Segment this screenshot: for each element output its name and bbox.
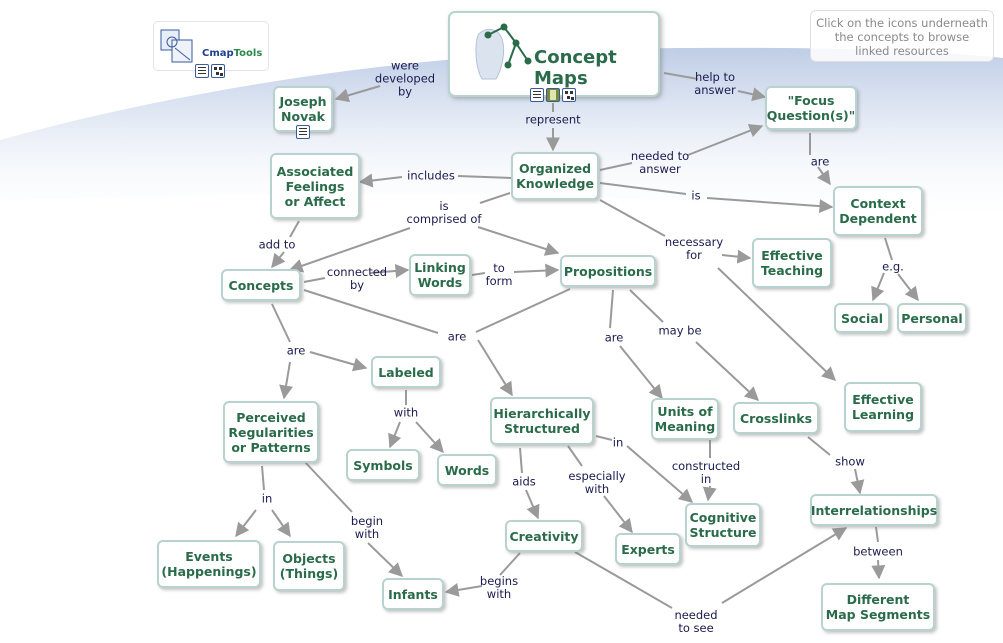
link-help-to-answer[interactable]: help to answer xyxy=(694,70,736,97)
node-organized-knowledge[interactable]: Organized Knowledge xyxy=(511,152,599,200)
node-perceived-regularities[interactable]: Perceived Regularities or Patterns xyxy=(223,401,319,463)
link-with[interactable]: with xyxy=(393,405,419,420)
link-are-concepts[interactable]: are xyxy=(286,343,306,358)
node-propositions[interactable]: Propositions xyxy=(560,255,656,287)
link-between[interactable]: between xyxy=(853,544,903,559)
resource-document-icon[interactable] xyxy=(195,64,209,78)
resource-cmap-icon[interactable] xyxy=(211,64,225,78)
node-creativity[interactable]: Creativity xyxy=(505,520,583,552)
node-infants[interactable]: Infants xyxy=(382,578,444,610)
link-eg[interactable]: e.g. xyxy=(882,259,904,274)
link-begin-with[interactable]: begin with xyxy=(350,514,384,541)
node-associated-feelings[interactable]: Associated Feelings or Affect xyxy=(270,153,360,219)
node-objects[interactable]: Objects (Things) xyxy=(273,541,345,591)
node-crosslinks[interactable]: Crosslinks xyxy=(733,402,819,434)
cmap-logo-icon xyxy=(160,29,193,63)
node-experts[interactable]: Experts xyxy=(615,533,681,565)
node-joseph-novak[interactable]: Joseph Novak xyxy=(273,86,333,132)
link-represent[interactable]: represent xyxy=(525,112,581,127)
link-are-propositions[interactable]: are xyxy=(604,330,624,345)
cmaptools-logo xyxy=(153,21,269,78)
link-to-form[interactable]: to form xyxy=(485,261,513,288)
link-is[interactable]: is xyxy=(691,188,701,203)
head-map-icon xyxy=(475,23,532,80)
link-constructed-in[interactable]: constructed in xyxy=(671,459,741,486)
node-labeled[interactable]: Labeled xyxy=(371,356,441,388)
node-concepts[interactable]: Concepts xyxy=(221,269,301,301)
resource-video-icon[interactable] xyxy=(546,88,560,102)
resource-document-icon[interactable] xyxy=(530,88,544,102)
node-words[interactable]: Words xyxy=(437,454,497,486)
link-show[interactable]: show xyxy=(835,454,865,469)
node-hierarchically-structured[interactable]: Hierarchically Structured xyxy=(490,397,594,445)
node-symbols[interactable]: Symbols xyxy=(346,449,420,481)
link-were-developed-by[interactable]: were developed by xyxy=(374,58,436,99)
node-units-of-meaning[interactable]: Units of Meaning xyxy=(651,398,719,440)
link-especially-with[interactable]: especially with xyxy=(568,469,626,496)
link-are-middle[interactable]: are xyxy=(447,329,467,344)
link-needed-to-see[interactable]: needed to see xyxy=(674,608,718,635)
node-social[interactable]: Social xyxy=(834,303,890,333)
link-add-to[interactable]: add to xyxy=(258,237,296,252)
info-instructions: Click on the icons underneath the concep… xyxy=(810,10,994,62)
node-cognitive-structure[interactable]: Cognitive Structure xyxy=(685,503,761,547)
node-events[interactable]: Events (Happenings) xyxy=(157,540,261,588)
link-connected-by[interactable]: connected by xyxy=(326,265,388,292)
node-linking-words[interactable]: Linking Words xyxy=(409,254,471,296)
node-effective-learning[interactable]: Effective Learning xyxy=(844,382,922,432)
link-aids[interactable]: aids xyxy=(512,474,536,489)
node-different-map-segments[interactable]: Different Map Segments xyxy=(821,583,935,631)
link-begins-with[interactable]: begins with xyxy=(479,574,519,601)
node-effective-teaching[interactable]: Effective Teaching xyxy=(752,238,832,288)
link-in-patterns[interactable]: in xyxy=(261,491,273,506)
node-focus-questions[interactable]: "Focus Question(s)" xyxy=(765,86,857,130)
concept-maps-title-node[interactable]: Concept Maps xyxy=(448,11,660,97)
link-is-comprised-of[interactable]: is comprised of xyxy=(406,199,482,226)
node-personal[interactable]: Personal xyxy=(897,303,967,333)
resource-cmap-icon[interactable] xyxy=(562,88,576,102)
link-may-be[interactable]: may be xyxy=(658,323,702,338)
link-includes[interactable]: includes xyxy=(407,168,455,183)
resource-document-icon[interactable] xyxy=(296,125,310,139)
concept-maps-title: Concept Maps xyxy=(534,47,617,89)
node-context-dependent[interactable]: Context Dependent xyxy=(833,186,923,236)
node-interrelationships[interactable]: Interrelationships xyxy=(810,494,938,526)
link-in-hierarchy[interactable]: in xyxy=(612,435,624,450)
link-needed-to-answer[interactable]: needed to answer xyxy=(630,149,690,176)
link-necessary-for[interactable]: necessary for xyxy=(664,235,724,262)
cmaptools-logo-text: CmapTools xyxy=(202,48,263,59)
link-are-focus[interactable]: are xyxy=(810,154,830,169)
